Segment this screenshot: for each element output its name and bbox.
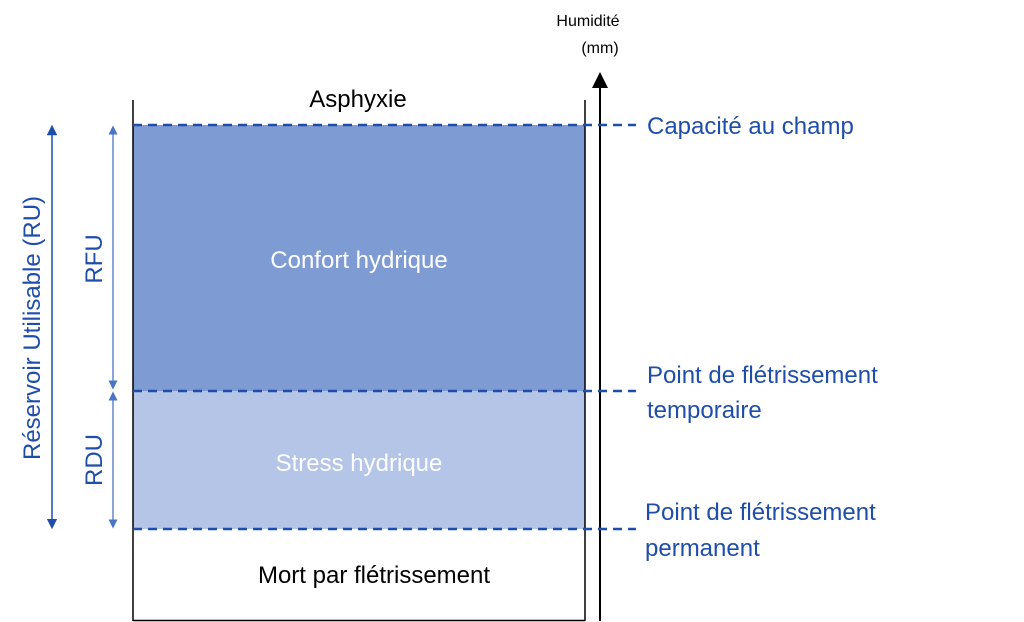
axis-title-line1: Humidité: [556, 13, 619, 30]
label-temp-wilting-line2: temporaire: [647, 397, 762, 424]
zone-label-asphyxie: Asphyxie: [309, 86, 406, 113]
label-perm-wilting-line2: permanent: [645, 535, 760, 562]
label-temp-wilting-line1: Point de flétrissement: [647, 362, 878, 389]
axis-title-line2: (mm): [581, 40, 618, 57]
rdu-bracket-label: RDU: [81, 434, 108, 486]
label-field-capacity: Capacité au champ: [647, 113, 854, 140]
rfu-zone-fill: [133, 125, 585, 391]
ru-bracket-label: Réservoir Utilisable (RU): [19, 196, 46, 460]
label-perm-wilting-line1: Point de flétrissement: [645, 499, 876, 526]
rdu-zone-fill: [133, 391, 585, 529]
zone-label-confort: Confort hydrique: [270, 247, 447, 274]
zone-label-stress: Stress hydrique: [276, 450, 443, 477]
zone-label-mort: Mort par flétrissement: [258, 562, 490, 589]
rfu-bracket-label: RFU: [81, 234, 108, 283]
